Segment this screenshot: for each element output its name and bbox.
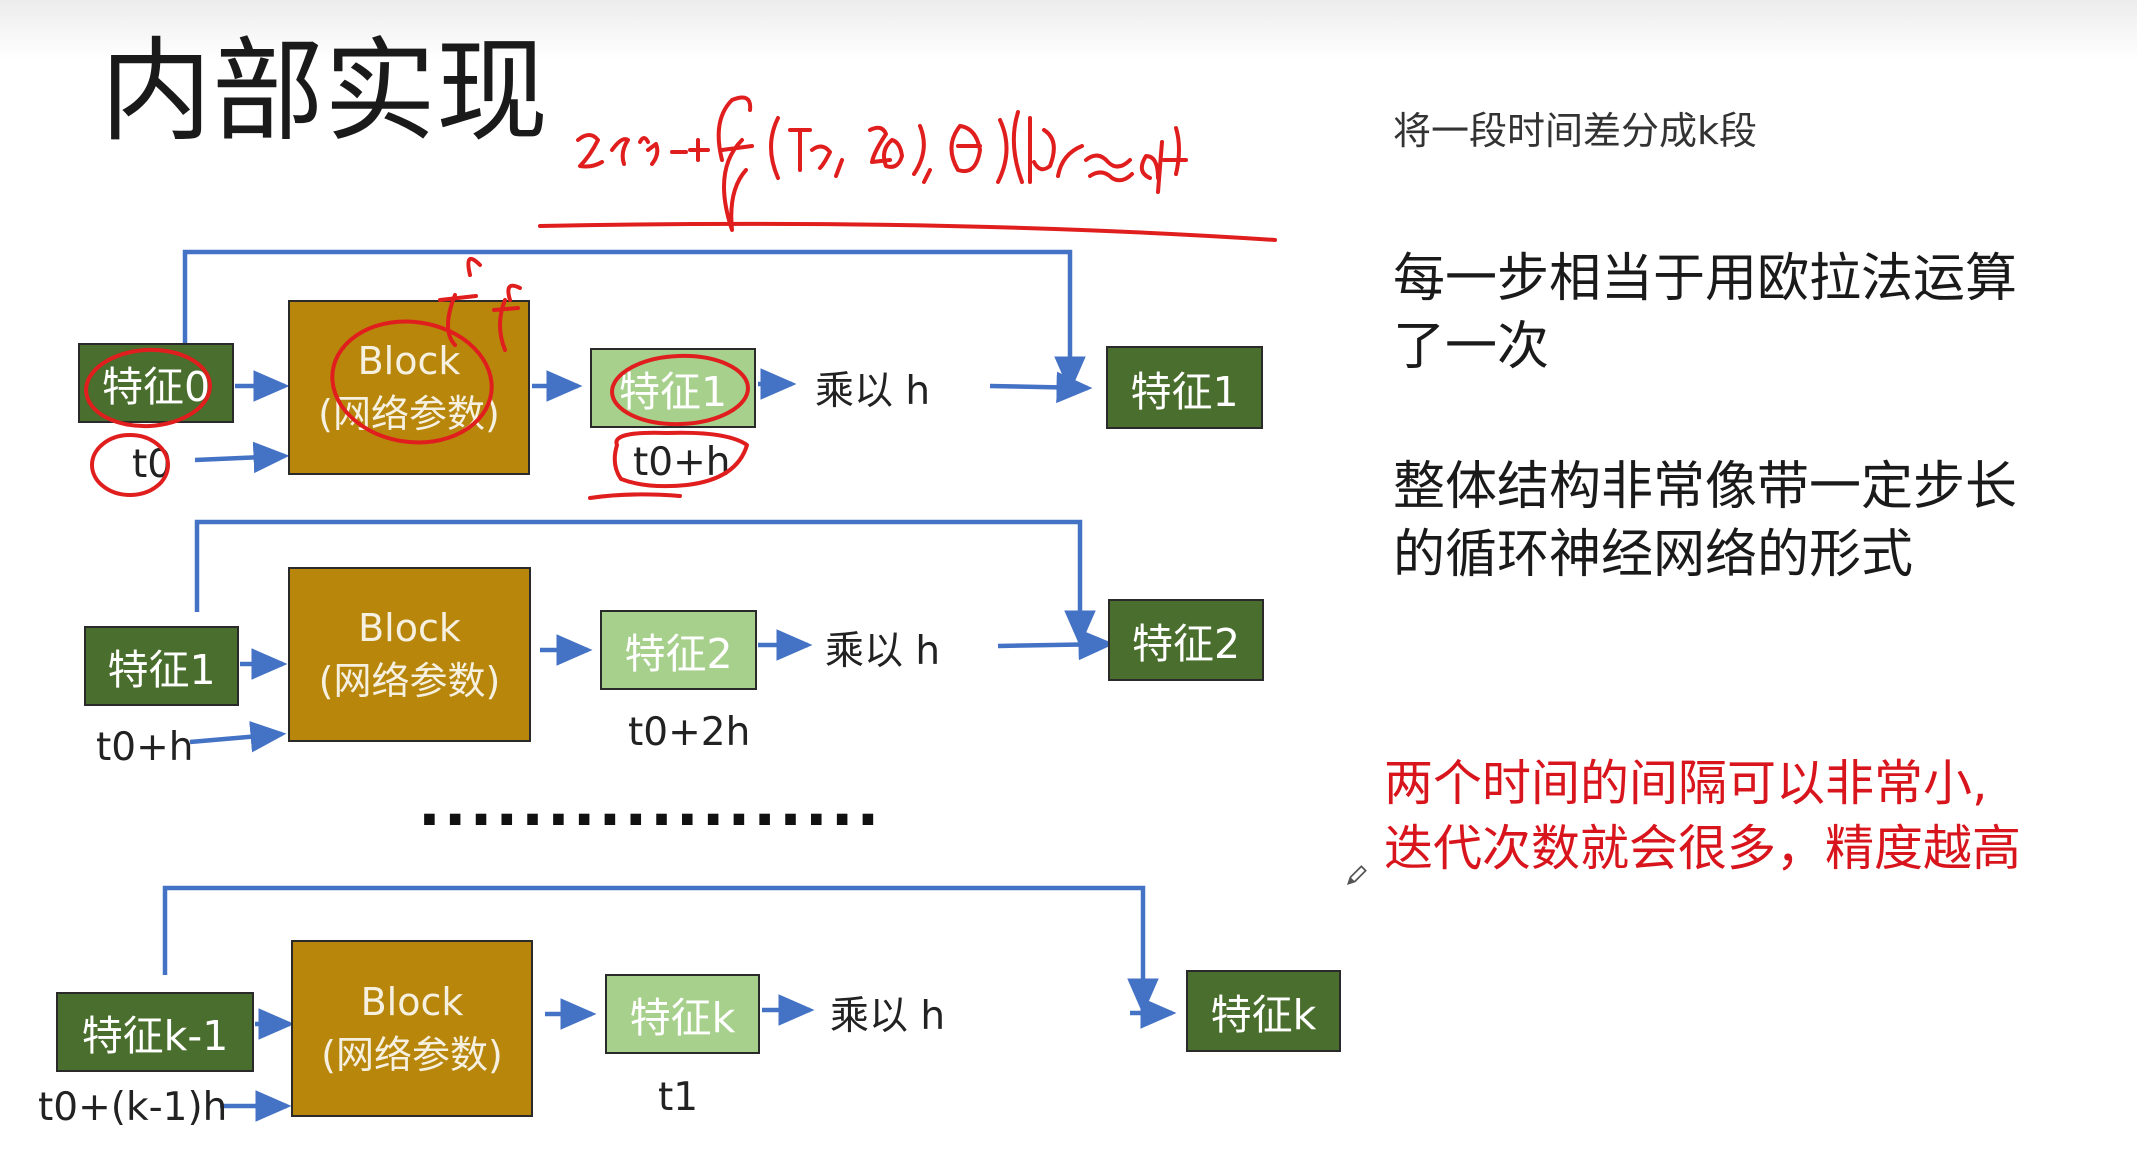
- note-rnn-line1: 整体结构非常像带一定步长: [1393, 457, 2018, 517]
- block-row1: Block (网络参数): [288, 300, 530, 475]
- input-feature-row1: 特征0: [78, 343, 234, 423]
- note-rnn: 整体结构非常像带一定步长 的循环神经网络的形式: [1393, 454, 2017, 589]
- multiply-label-row1: 乘以 h: [815, 369, 931, 414]
- input-feature-row3: 特征k-1: [56, 992, 254, 1072]
- pencil-icon: [1346, 865, 1367, 886]
- handwritten-formula: [576, 95, 1188, 232]
- arrow-multiply-to-result-row1: [989, 371, 1093, 404]
- note-euler-line1: 每一步相当于用欧拉法运算: [1393, 249, 2018, 309]
- input-time-row2: t0+h: [96, 725, 194, 770]
- block-params-row3: (网络参数): [321, 1032, 503, 1077]
- note-precision-line2: 迭代次数就会很多，精度越高: [1384, 819, 2022, 877]
- output-feature-row3: 特征k: [605, 974, 760, 1054]
- input-time-row1: t0: [132, 442, 173, 487]
- multiply-label-row2: 乘以 h: [825, 629, 941, 674]
- note-euler-line2: 了一次: [1393, 316, 1550, 377]
- block-title-row1: Block: [357, 339, 461, 384]
- block-title-row2: Block: [358, 606, 461, 651]
- result-feature-row1: 特征1: [1106, 346, 1263, 429]
- block-params-row1: (网络参数): [318, 391, 500, 436]
- note-rnn-line2: 的循环神经网络的形式: [1393, 524, 1914, 585]
- block-params-row2: (网络参数): [318, 658, 501, 703]
- note-k-segments: 将一段时间差分成k段: [1393, 109, 1758, 153]
- output-time-row1: t0+h: [633, 440, 731, 485]
- result-feature-row2: 特征2: [1108, 599, 1264, 681]
- multiply-label-row3: 乘以 h: [830, 994, 946, 1039]
- arrow-multiply-to-result-row2: [997, 628, 1115, 661]
- output-time-row3: t1: [658, 1075, 699, 1120]
- note-euler: 每一步相当于用欧拉法运算 了一次: [1393, 246, 2017, 381]
- note-precision: 两个时间的间隔可以非常小, 迭代次数就会很多，精度越高: [1384, 752, 2021, 881]
- rows-ellipsis: ..................: [418, 770, 883, 840]
- output-time-row2: t0+2h: [628, 710, 751, 755]
- arrow-time-to-block-row1: [194, 441, 290, 474]
- note-precision-line1: 两个时间的间隔可以非常小,: [1384, 755, 1988, 812]
- block-row2: Block (网络参数): [288, 567, 531, 742]
- output-feature-row2: 特征2: [600, 610, 757, 690]
- output-feature-row1: 特征1: [590, 348, 756, 428]
- slide-title: 内部实现: [100, 27, 548, 157]
- block-title-row3: Block: [360, 980, 464, 1025]
- arrow-time-to-block-row2: [189, 721, 287, 753]
- block-row3: Block (网络参数): [291, 940, 533, 1117]
- input-feature-row2: 特征1: [84, 626, 239, 706]
- handwritten-underline: [538, 221, 1277, 242]
- result-feature-row3: 特征k: [1186, 970, 1341, 1052]
- input-time-row3: t0+(k-1)h: [38, 1085, 228, 1130]
